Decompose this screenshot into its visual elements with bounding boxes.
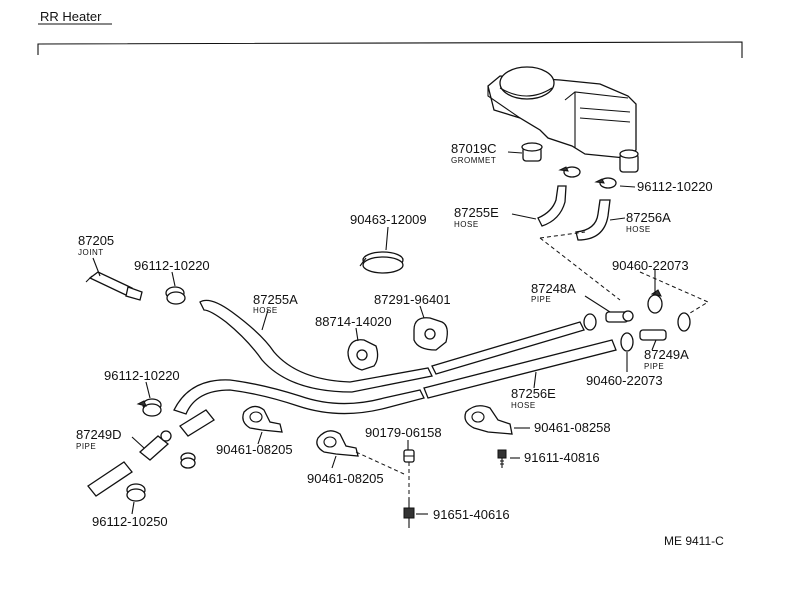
pipe-87249a-long [423,339,617,399]
callout-87248a-name: PIPE [531,295,551,304]
leader-87256e [533,371,537,389]
callout-90460-lower-number: 90460-22073 [586,373,663,388]
callout-91611-number: 91611-40816 [524,450,600,465]
callout-87249a-number: 87249A [644,347,689,362]
grommet-87291 [413,317,448,351]
callout-90461-mid-number: 90461-08205 [216,442,293,457]
clamp-90461-lower [316,430,359,457]
callout-90179-number: 90179-06158 [365,425,442,440]
callout-88714-number: 88714-14020 [315,314,392,329]
callout-87019c-name: GROMMET [451,156,496,165]
bolt-91611 [497,449,507,468]
clip-bottom [126,483,146,502]
guide-dash-4 [355,451,405,475]
hose-stub [179,409,215,437]
diagram-code: ME 9411-C [664,534,724,548]
nut-90179 [403,449,415,463]
guide-dash-2 [539,237,621,301]
clamp-90460-upper [647,289,663,314]
clip-heater-right [594,177,617,189]
callout-87256a-number: 87256A [626,210,671,225]
leader-88714 [355,327,359,342]
callout-87256e-number: 87256E [511,386,556,401]
callout-87255e-name: HOSE [454,220,479,229]
callout-87249a-name: PIPE [644,362,664,371]
pipe-87248a [431,321,585,375]
leader-90461-mid [257,431,263,445]
callout-87256a-name: HOSE [626,225,651,234]
clip-upper-left [165,286,186,305]
diagram-title: RR Heater [40,9,102,24]
clip-small-lower [180,452,196,469]
hose-87256a [575,199,611,241]
leader-96112-upper-left [171,271,176,287]
leader-87291 [419,305,425,319]
callout-87249d-number: 87249D [76,427,122,442]
leader-87256a [609,217,626,221]
diagram-frame [37,41,743,58]
callout-96112-bottom-number: 96112-10250 [92,514,168,529]
leader-87248a [584,295,611,313]
heater-unit [487,66,637,159]
clip-heater-left [558,166,581,178]
leader-96112-lower-left [145,381,151,399]
callout-87205-name: JOINT [78,248,104,257]
leader-96112-bottom [131,501,135,515]
leader-87205 [92,257,101,277]
hose-87256e [173,379,425,415]
hose-lower-left [87,461,133,497]
clamp-90463 [359,251,404,274]
guide-dash-1 [539,231,586,239]
clip-lower-left [136,398,162,417]
callout-90461-right-number: 90461-08258 [534,420,611,435]
callout-87248a-number: 87248A [531,281,576,296]
pipe-87248a-end [583,310,634,331]
leader-90463 [385,226,389,251]
leader-90461-lower [331,455,337,469]
leader-87019c [507,151,523,154]
leader-96112-top [619,185,636,188]
callout-91651-number: 91651-40616 [433,507,510,522]
heater-fitting [619,149,639,173]
callout-96112-top-number: 96112-10220 [637,179,713,194]
leader-87255a [261,309,269,331]
callout-87291-number: 87291-96401 [374,292,451,307]
guide-dash-3 [639,271,710,319]
clamp-90461-mid [242,405,283,433]
grommet-87019c [521,142,543,162]
grommet-88714 [347,339,379,371]
callout-87255a-name: HOSE [253,306,278,315]
callout-87255a-number: 87255A [253,292,298,307]
callout-87019c-number: 87019C [451,141,497,156]
callout-87205-number: 87205 [78,233,114,248]
hose-87255e [537,185,567,227]
callout-90463-number: 90463-12009 [350,212,427,227]
callout-87255e-number: 87255E [454,205,499,220]
leader-87249d [131,436,145,449]
callout-87256e-name: HOSE [511,401,536,410]
leader-87249a [651,339,657,351]
clamp-90461-right [464,405,513,435]
pipe-87249a-end [620,312,691,352]
callout-90460-upper-number: 90460-22073 [612,258,689,273]
hose-87255a [199,299,433,393]
bolt-91651 [403,498,415,528]
callout-96112-upper-left-number: 96112-10220 [134,258,210,273]
callout-90461-lower-number: 90461-08205 [307,471,384,486]
pipe-87249d [138,430,172,461]
leader-87255e [511,213,537,220]
callout-87249d-name: PIPE [76,442,96,451]
joint-87205 [85,271,143,301]
callout-96112-lower-left-number: 96112-10220 [104,368,180,383]
